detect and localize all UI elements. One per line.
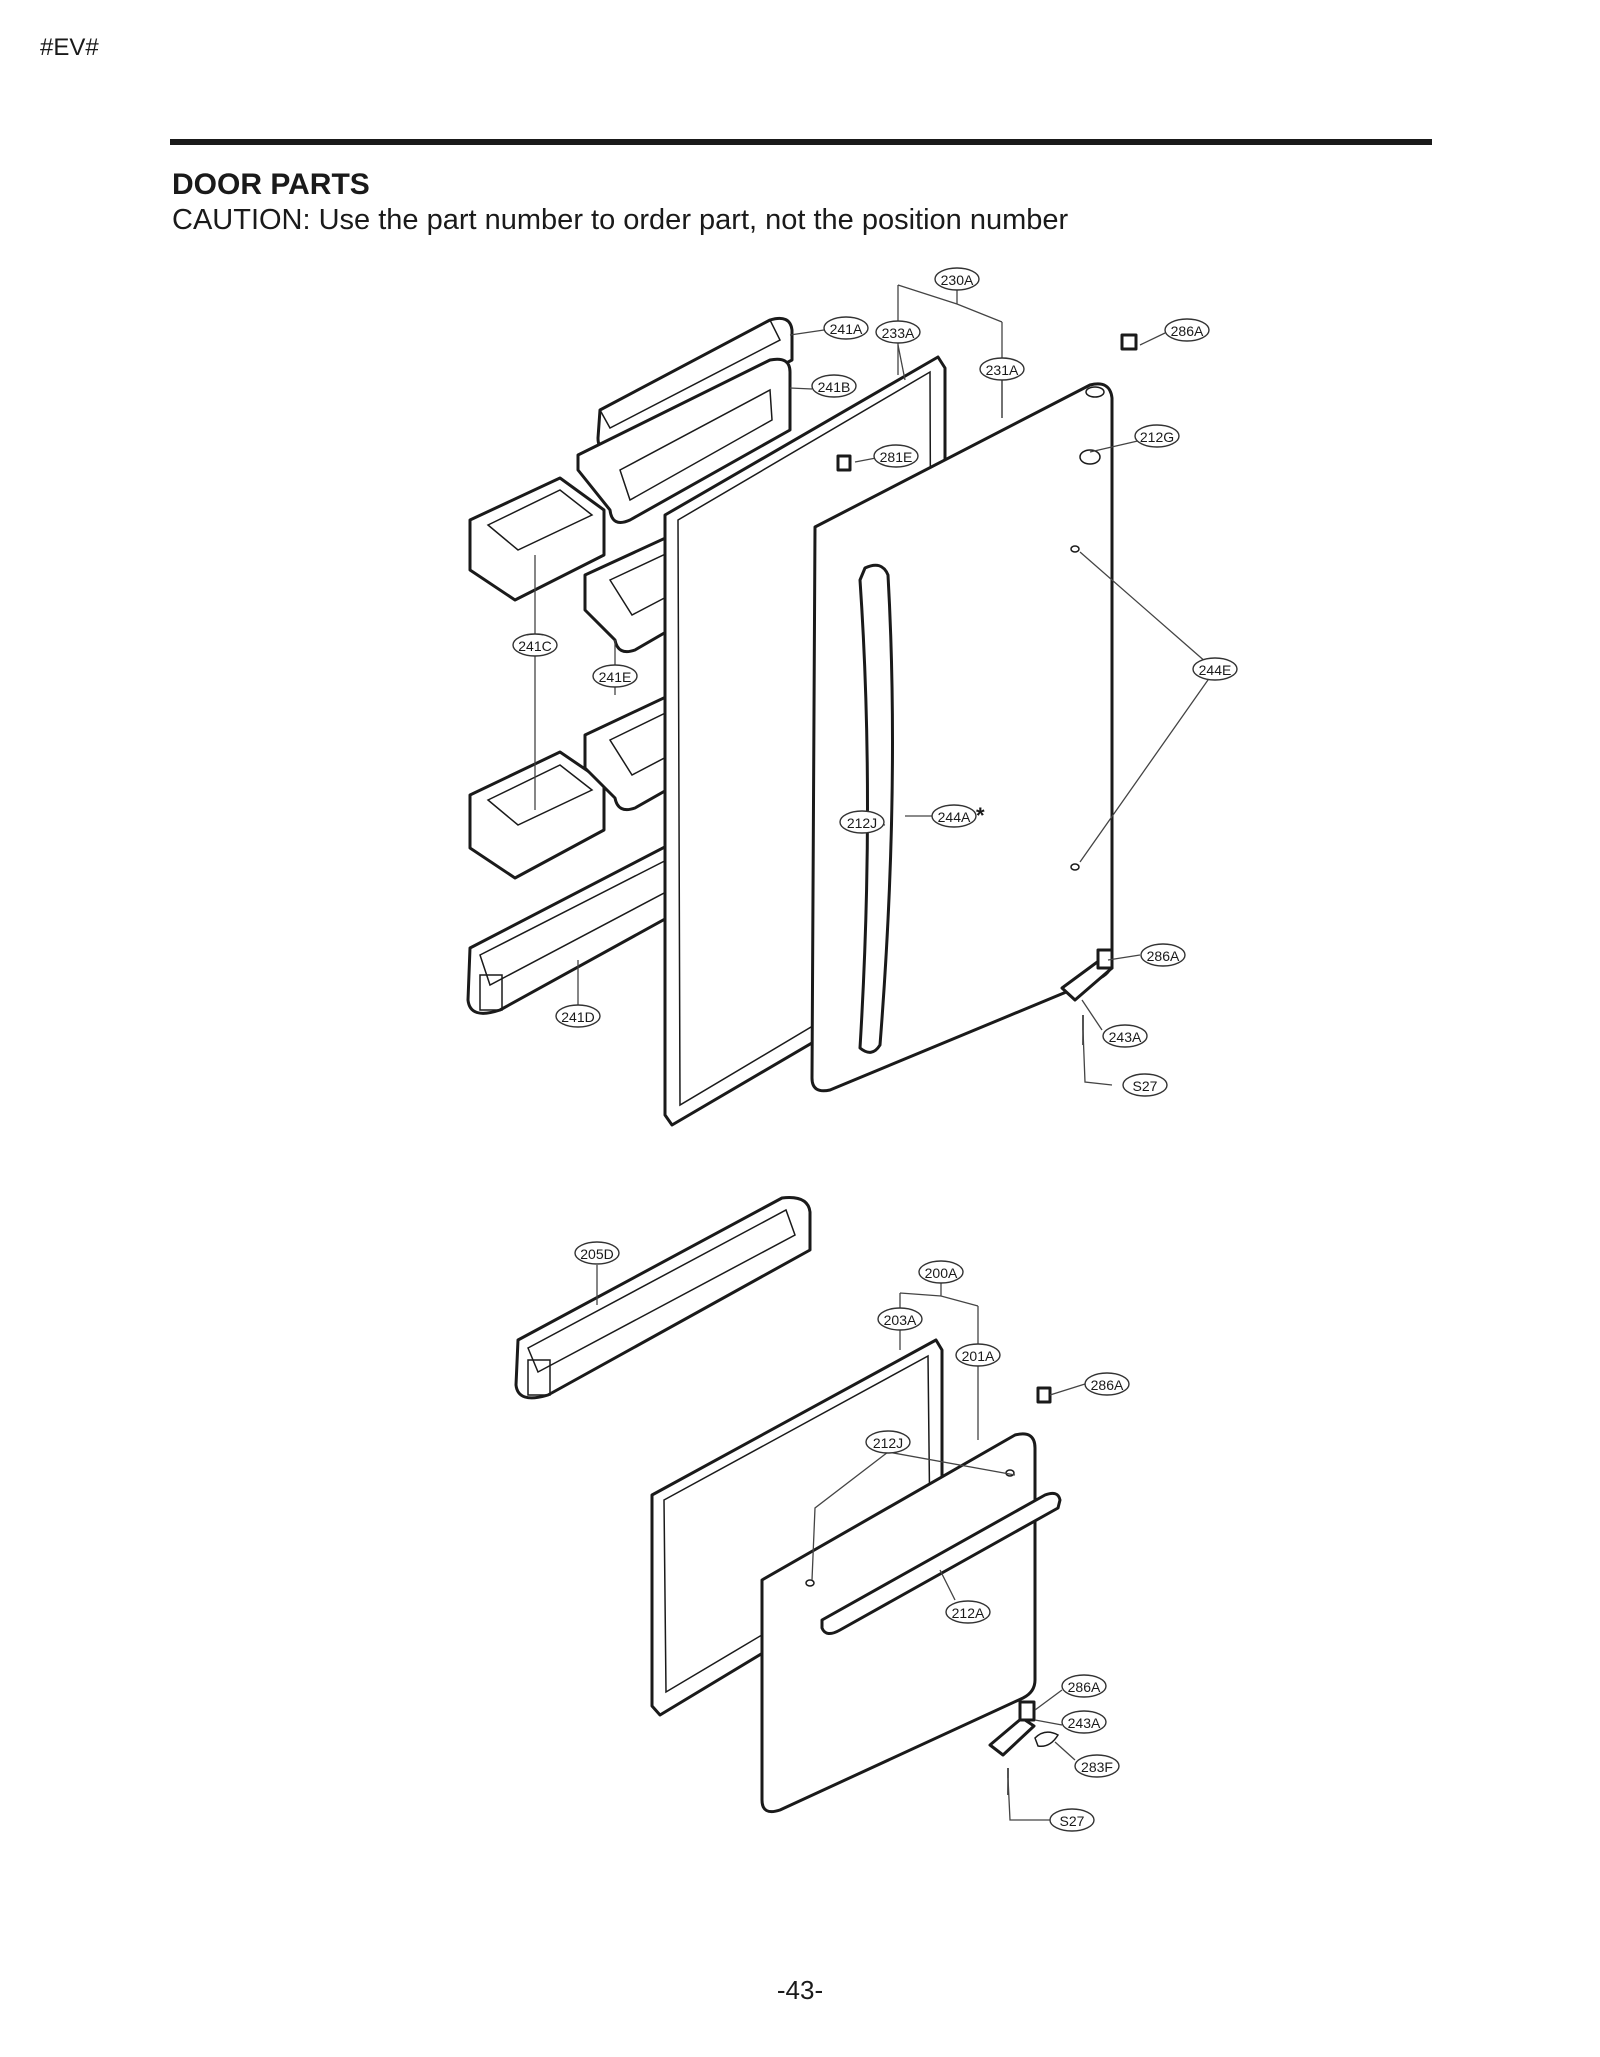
lower-callout-203A: 203A — [877, 1307, 923, 1331]
upper-callout-241D: 241D — [555, 1004, 601, 1028]
lower-callout-286A-hinge: 286A — [1061, 1674, 1107, 1698]
svg-text:241B: 241B — [818, 379, 851, 395]
part-241C-upper-bin-drawing — [468, 476, 606, 602]
svg-text:203A: 203A — [884, 1312, 917, 1328]
upper-callout-212J: 212J — [839, 810, 885, 834]
svg-text:S27: S27 — [1060, 1813, 1085, 1829]
part-241C-lower-bin-drawing — [468, 750, 606, 880]
svg-text:244E: 244E — [1199, 662, 1232, 678]
svg-text:212J: 212J — [847, 815, 877, 831]
svg-text:243A: 243A — [1109, 1029, 1142, 1045]
svg-text:205D: 205D — [580, 1246, 613, 1262]
lower-leader-lines — [596, 1265, 1086, 1821]
svg-text:241C: 241C — [518, 638, 551, 654]
svg-text:281E: 281E — [880, 449, 913, 465]
part-201A-door-drawing — [760, 1386, 1062, 1814]
caution-note: CAUTION: Use the part number to order pa… — [172, 204, 1069, 236]
upper-door-assembly: 230A 241A 233A 286A 241B 231A 212G 281E — [466, 267, 1238, 1127]
svg-text:233A: 233A — [882, 325, 915, 341]
upper-callout-212G: 212G — [1134, 424, 1180, 448]
lower-callout-283F: 283F — [1074, 1754, 1120, 1778]
upper-callout-244E: 244E — [1192, 657, 1238, 681]
svg-text:201A: 201A — [962, 1348, 995, 1364]
lower-door-assembly: 205D 200A 203A 201A 286A 212J 212A 286A — [514, 1196, 1130, 1832]
svg-text:243A: 243A — [1068, 1715, 1101, 1731]
upper-callout-S27: S27 — [1122, 1073, 1168, 1097]
page-number: -43- — [776, 1975, 824, 2005]
svg-text:283F: 283F — [1081, 1759, 1113, 1775]
svg-text:212G: 212G — [1140, 429, 1174, 445]
lower-callout-201A: 201A — [955, 1343, 1001, 1367]
svg-text:241D: 241D — [561, 1009, 594, 1025]
upper-callout-230A: 230A — [934, 267, 980, 291]
lower-callout-243A: 243A — [1061, 1710, 1107, 1734]
upper-callout-243A: 243A — [1102, 1024, 1148, 1048]
part-231A-door-drawing — [810, 382, 1114, 1093]
svg-text:S27: S27 — [1133, 1078, 1158, 1094]
svg-text:200A: 200A — [925, 1265, 958, 1281]
svg-text:286A: 286A — [1091, 1377, 1124, 1393]
lower-callout-200A: 200A — [918, 1260, 964, 1284]
upper-callout-233A: 233A — [875, 320, 921, 344]
upper-callout-231A: 231A — [979, 357, 1025, 381]
part-241B-drawing — [576, 357, 792, 524]
upper-callout-286A-hinge: 286A — [1140, 943, 1186, 967]
svg-text:241A: 241A — [830, 321, 863, 337]
upper-callout-244A: 244A * — [931, 803, 985, 828]
upper-callout-241C: 241C — [512, 633, 558, 657]
title-rule — [170, 139, 1432, 145]
upper-callout-286A-top: 286A — [1164, 318, 1210, 342]
small-pins-drawing — [836, 333, 1138, 472]
upper-callout-281E: 281E — [873, 444, 919, 468]
page-title: DOOR PARTS — [172, 168, 370, 201]
upper-callout-241A: 241A — [823, 316, 869, 340]
svg-text:244A: 244A — [938, 809, 971, 825]
lower-callout-286A-top: 286A — [1084, 1372, 1130, 1396]
upper-callout-241B: 241B — [811, 374, 857, 398]
svg-text:212J: 212J — [873, 1435, 903, 1451]
svg-text:231A: 231A — [986, 362, 1019, 378]
part-205D-drawing — [514, 1196, 812, 1400]
svg-text:230A: 230A — [941, 272, 974, 288]
lower-callout-205D: 205D — [574, 1241, 620, 1265]
lower-callout-212J: 212J — [865, 1430, 911, 1454]
svg-text:286A: 286A — [1068, 1679, 1101, 1695]
service-marker: * — [976, 803, 985, 828]
lower-callout-212A: 212A — [945, 1600, 991, 1624]
svg-text:212A: 212A — [952, 1605, 985, 1621]
lower-callout-S27: S27 — [1049, 1808, 1095, 1832]
upper-leader-lines — [534, 284, 1216, 1086]
upper-callout-241E: 241E — [592, 664, 638, 688]
svg-text:241E: 241E — [599, 669, 632, 685]
header-code: #EV# — [40, 34, 99, 61]
svg-text:286A: 286A — [1171, 323, 1204, 339]
svg-text:286A: 286A — [1147, 948, 1180, 964]
